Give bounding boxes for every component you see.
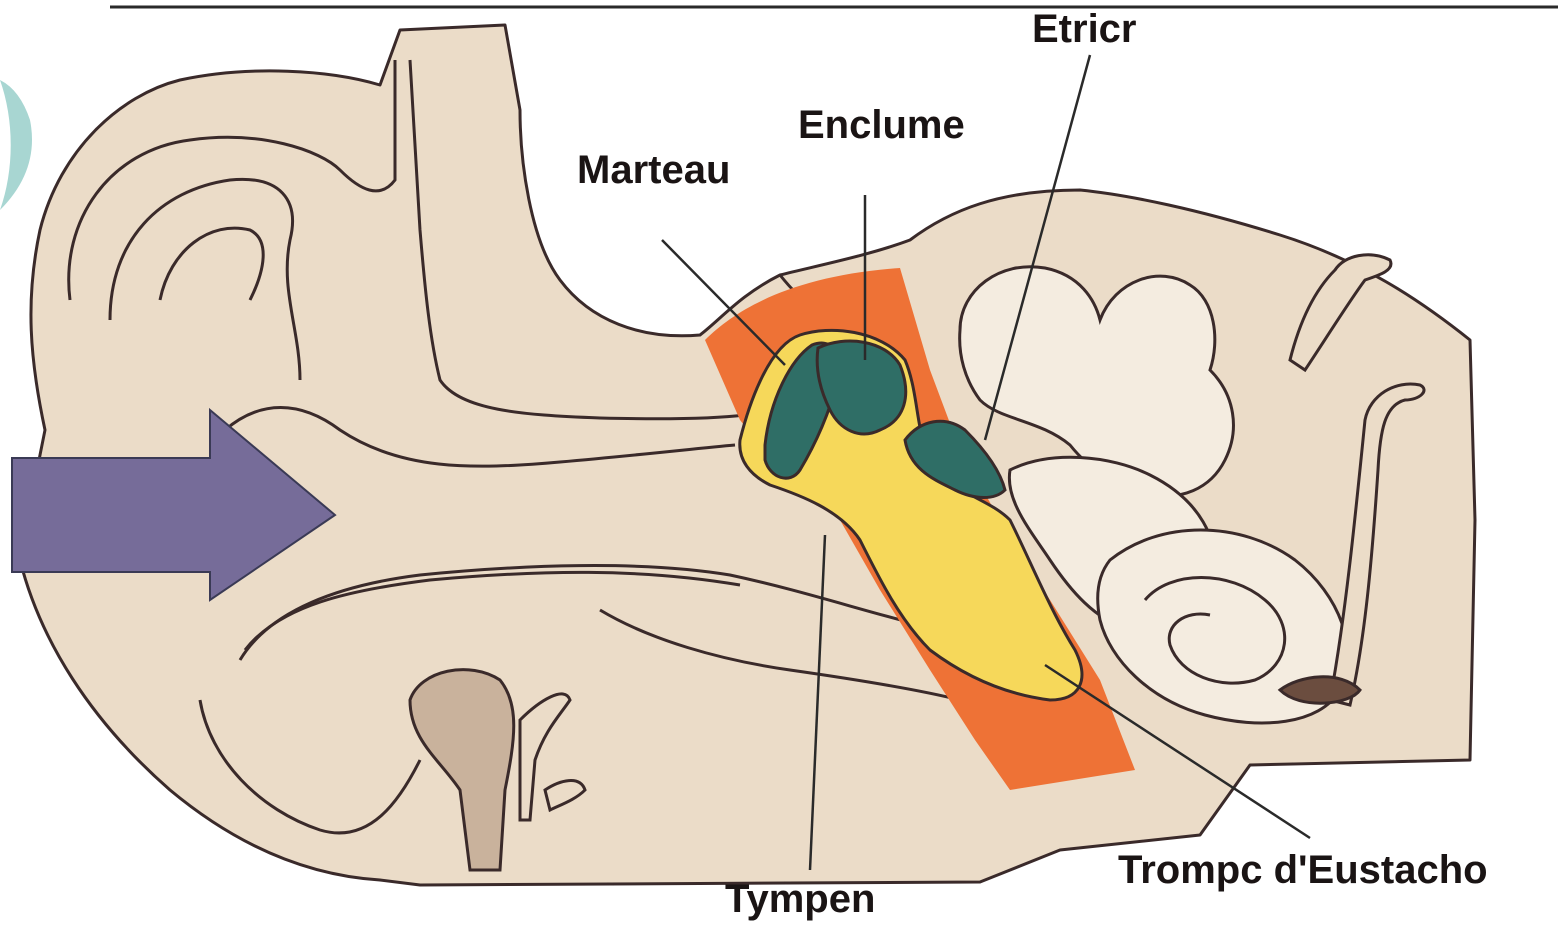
label-enclume: Enclume (798, 103, 965, 147)
side-circle-icon (0, 80, 32, 210)
label-marteau: Marteau (577, 148, 730, 192)
label-etrier: Etricr (1032, 7, 1137, 51)
label-tympan: Tympen (725, 877, 875, 921)
label-trompe: Trompc d'Eustacho (1118, 848, 1488, 892)
